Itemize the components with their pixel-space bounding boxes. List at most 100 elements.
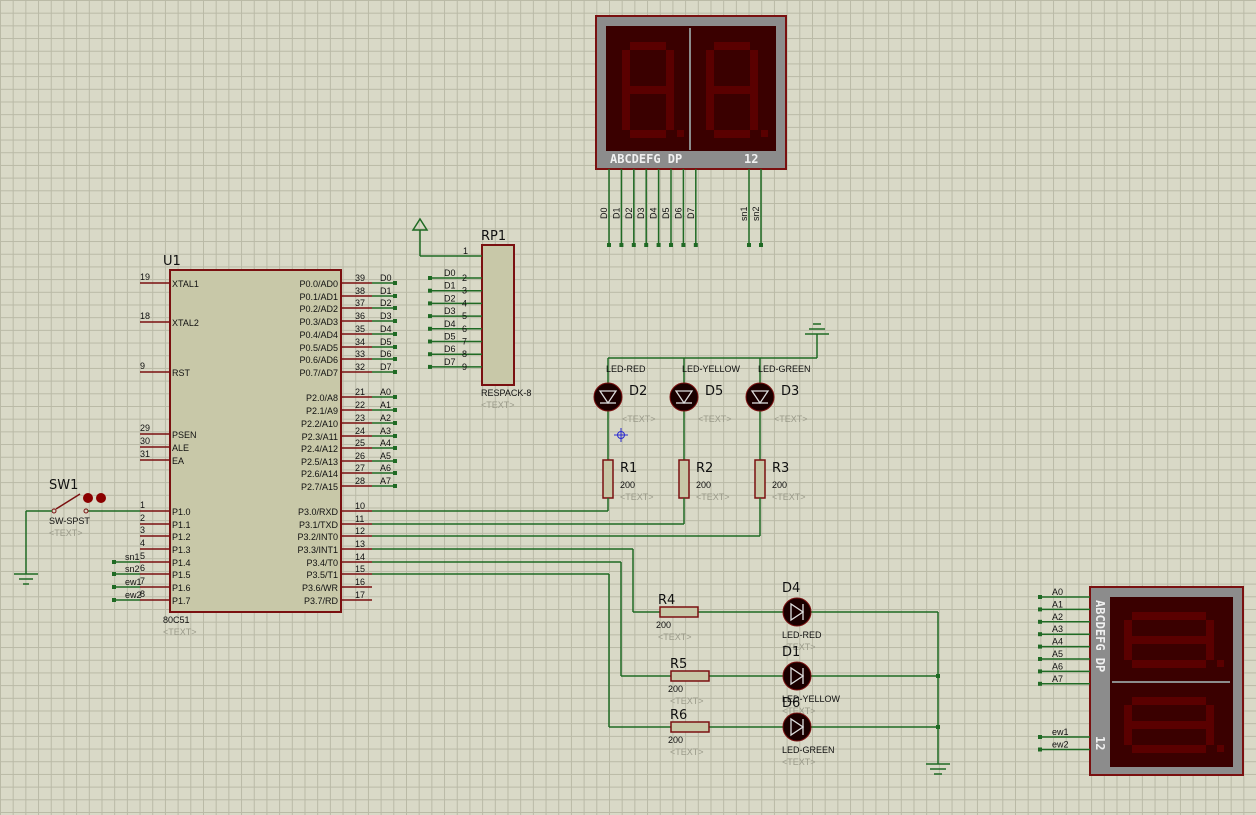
display-pin[interactable]: A7 (1038, 674, 1090, 686)
led-icon[interactable] (593, 382, 623, 412)
led-icon[interactable] (782, 661, 812, 691)
net-label: D6 (673, 207, 683, 219)
resistor-icon[interactable] (659, 606, 699, 618)
display-pin[interactable]: D3 (636, 169, 649, 247)
display-pin[interactable]: D5 (661, 169, 673, 247)
mcu-pin[interactable]: 2P1.1 (140, 513, 191, 530)
led-icon[interactable] (669, 382, 699, 412)
pin-number: 8 (462, 349, 467, 359)
display-pin[interactable]: D7 (686, 169, 698, 247)
net-label: A6 (1052, 661, 1063, 671)
display-pin[interactable]: sn2 (751, 169, 763, 247)
pin-name: P1.7 (172, 596, 191, 606)
resistor-text: <TEXT> (772, 492, 806, 502)
led-icon[interactable] (745, 382, 775, 412)
display-pin[interactable]: ew1 (1038, 727, 1090, 739)
mcu-body[interactable] (169, 269, 342, 613)
display-pin[interactable]: A5 (1038, 649, 1090, 661)
switch-lever[interactable] (55, 493, 81, 510)
display-pin[interactable]: D6 (673, 169, 686, 247)
respack-body[interactable] (481, 244, 515, 386)
led-icon[interactable] (782, 597, 812, 627)
display-pin[interactable]: sn1 (739, 169, 751, 247)
led-type: LED-GREEN (782, 745, 835, 755)
display-pin[interactable]: A4 (1038, 637, 1090, 649)
display-pin[interactable]: ew2 (1038, 740, 1090, 752)
display-pin[interactable]: D0 (599, 169, 611, 247)
display-pin[interactable]: D1 (611, 169, 624, 247)
switch-indicator-icon[interactable] (96, 493, 106, 503)
display-pin[interactable]: D2 (624, 169, 636, 247)
display-pin[interactable]: A3 (1038, 624, 1090, 637)
display-pin[interactable]: D4 (649, 169, 661, 247)
mcu-pin[interactable]: 1P1.0 (140, 500, 191, 517)
switch-sw1[interactable]: SW1 SW-SPST <TEXT> (14, 478, 140, 585)
display-pin[interactable]: A6 (1038, 661, 1090, 674)
resistor-icon[interactable] (670, 670, 710, 682)
mcu-u1[interactable]: U1 80C51 <TEXT> 19XTAL118XTAL29RST29PSEN… (112, 254, 397, 637)
display-pin[interactable]: A0 (1038, 587, 1090, 599)
led-icon[interactable] (782, 712, 812, 742)
resistor-icon[interactable] (678, 459, 690, 499)
resistor-icon[interactable] (754, 459, 766, 499)
mcu-pin[interactable]: 3P1.2 (140, 525, 191, 542)
mcu-pin[interactable]: 4P1.3 (140, 538, 191, 555)
switch-indicator-icon[interactable] (83, 493, 93, 503)
resistor-icon[interactable] (670, 721, 710, 733)
display-pin[interactable]: A1 (1038, 599, 1090, 612)
resistor-icon[interactable] (602, 459, 614, 499)
display-pin[interactable]: A2 (1038, 612, 1090, 624)
